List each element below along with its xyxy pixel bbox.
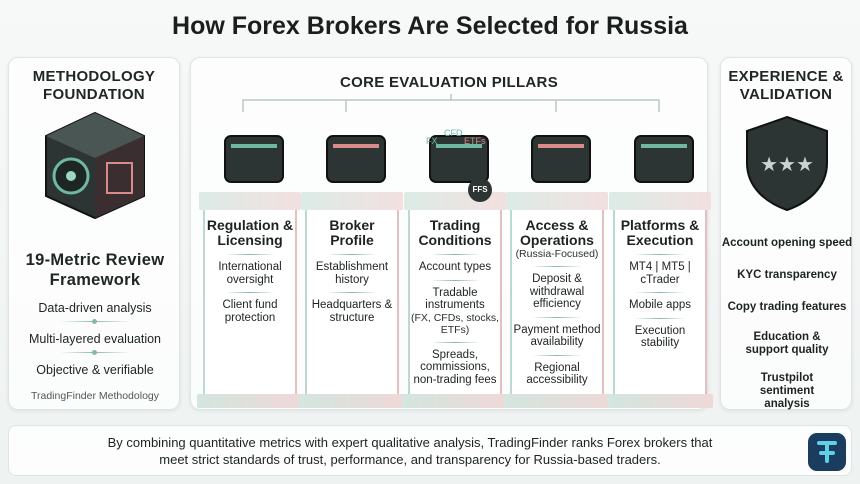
- pillar-title: Trading Conditions: [418, 217, 492, 248]
- shield-gavel-icon: [224, 135, 284, 183]
- validation-item: KYC transparency: [737, 269, 837, 281]
- pillar-note: (FX, CFDs, stocks, ETFs): [410, 311, 500, 336]
- building-document-icon: [326, 135, 386, 183]
- pillar-item: MT4 | MT5 | cTrader: [629, 261, 691, 286]
- summary-line: By combining quantitative metrics with e…: [107, 435, 713, 450]
- shield-stars-icon: ★★★: [746, 115, 828, 212]
- instrument-tag: CFD: [444, 128, 463, 138]
- pillar-title: Access & Operations: [520, 217, 594, 248]
- pillar-column: Access & Operations(Russia-Focused) Depos…: [510, 210, 604, 396]
- pillar-subtitle: (Russia-Focused): [515, 248, 599, 260]
- divider: [225, 292, 275, 293]
- bracket-connector: [242, 94, 660, 112]
- pillar-item: Headquarters & structure: [311, 299, 393, 324]
- validation-panel: EXPERIENCE & VALIDATION ★★★ Account open…: [720, 57, 852, 410]
- pillar-capital: [506, 192, 608, 210]
- divider: [635, 292, 685, 293]
- divider: [225, 254, 275, 255]
- divider: [635, 317, 685, 319]
- vault-cube-icon: [45, 111, 145, 220]
- divider: [532, 316, 582, 318]
- pillar-item: Execution stability: [634, 324, 686, 350]
- divider: [327, 292, 377, 293]
- pillar-item: Account types: [418, 261, 492, 273]
- briefcase-icon: [429, 135, 489, 183]
- methodology-footer: TradingFinder Methodology: [30, 390, 159, 402]
- pillar-item: Establishment history: [315, 261, 389, 286]
- methodology-item: Data-driven analysis: [38, 301, 152, 315]
- validation-item: Copy trading features: [727, 301, 847, 313]
- framework-title: 19-Metric Review Framework: [25, 251, 165, 289]
- pillar-capital: [609, 192, 711, 210]
- divider: [532, 266, 582, 267]
- ffs-badge: FFS: [468, 178, 492, 202]
- methodology-panel: METHODOLOGY FOUNDATION 19-Metric Review …: [8, 57, 180, 410]
- pillar-base: [402, 394, 508, 408]
- divider: [430, 279, 480, 281]
- pillar-title: Broker Profile: [329, 217, 375, 248]
- divider: [430, 341, 480, 343]
- pillars-heading: CORE EVALUATION PILLARS: [339, 74, 558, 91]
- pillar-base: [197, 394, 303, 408]
- tradingfinder-logo: [808, 433, 846, 471]
- pillar-item: International oversight: [218, 261, 282, 286]
- pillar-capital: [199, 192, 301, 210]
- pillar-title: Platforms & Execution: [620, 217, 700, 248]
- pillar-capital: [301, 192, 403, 210]
- divider: [635, 254, 685, 255]
- pillar-item: Payment method availability: [513, 323, 601, 349]
- monitor-chart-icon: [634, 135, 694, 183]
- methodology-item: Objective & verifiable: [36, 363, 154, 377]
- pillar-item: Regional accessibility: [526, 361, 588, 387]
- instrument-tag: FX: [426, 136, 438, 146]
- pillar-title: Regulation & Licensing: [206, 217, 294, 248]
- pillar-base: [299, 394, 405, 408]
- pillar-item: Client fund protection: [222, 299, 278, 324]
- divider: [327, 254, 377, 255]
- validation-item: Trustpilot sentiment analysis: [759, 372, 815, 410]
- pillar-item: Deposit & withdrawal efficiency: [529, 273, 585, 310]
- pillar-item: Mobile apps: [628, 299, 691, 311]
- pillar-base: [607, 394, 713, 408]
- pillar-item: Spreads, commissions, non-trading fees: [413, 348, 497, 386]
- methodology-heading: METHODOLOGY FOUNDATION: [32, 68, 156, 103]
- divider: [60, 350, 130, 355]
- divider: [430, 254, 480, 255]
- summary-line: meet strict standards of trust, performa…: [159, 452, 661, 467]
- pillar-base: [504, 394, 610, 408]
- validation-heading: EXPERIENCE & VALIDATION: [728, 68, 844, 103]
- svg-text:★★★: ★★★: [760, 154, 814, 176]
- divider: [60, 319, 130, 324]
- divider: [532, 354, 582, 356]
- summary-banner: By combining quantitative metrics with e…: [8, 425, 852, 476]
- pillar-item: Tradable instruments: [425, 286, 485, 312]
- methodology-item: Multi-layered evaluation: [28, 332, 161, 346]
- instrument-tag: ETFs: [464, 136, 486, 146]
- page-title: How Forex Brokers Are Selected for Russi…: [172, 12, 688, 40]
- card-ruble-icon: [531, 135, 591, 183]
- validation-item: Account opening speed: [721, 237, 853, 249]
- validation-item: Education & support quality: [745, 331, 829, 356]
